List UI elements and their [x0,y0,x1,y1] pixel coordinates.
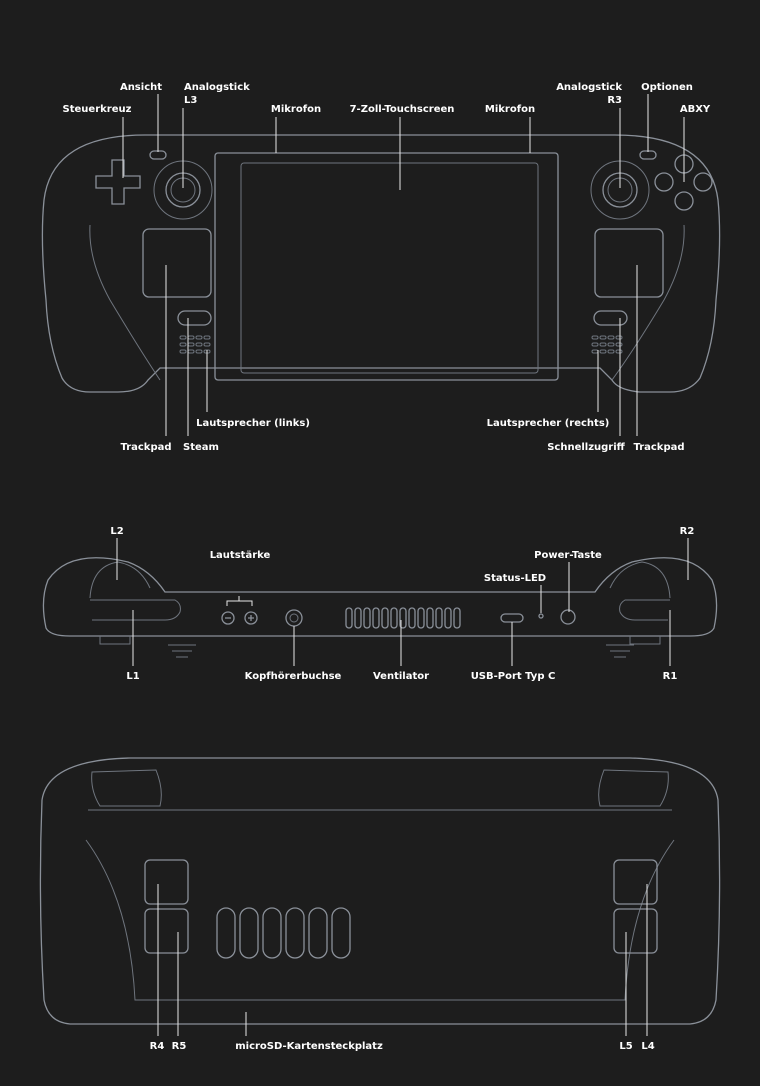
front-leader-lines [122,94,685,436]
label-usb-port: USB-Port Typ C [471,671,556,682]
l2-trigger [89,561,151,599]
label-mikrofon-left: Mikrofon [271,104,321,115]
volume-bracket [226,596,253,606]
l4-button [613,859,658,905]
top-view: L2 R2 Lautstärke Power-Taste Status-LED … [42,526,718,682]
back-view: R4 R5 microSD-Kartensteckplatz L5 L4 [39,757,721,1052]
button-a-icon [674,191,694,211]
l5-button [613,908,658,954]
trackpad-right-icon [594,228,664,298]
label-l5: L5 [619,1041,632,1052]
volume-down-button [221,611,235,625]
label-lautstaerke: Lautstärke [210,550,271,561]
front-grip-left [89,224,161,381]
label-r2: R2 [680,526,695,537]
label-ventilator: Ventilator [373,671,429,682]
label-abxy: ABXY [680,104,711,115]
back-vents [216,907,351,959]
r1-bumper [619,599,670,621]
l1-bumper [90,599,181,621]
options-button [639,150,657,160]
label-optionen: Optionen [641,82,693,93]
label-status-led: Status-LED [484,573,546,584]
label-lautsprecher-links: Lautsprecher (links) [196,418,310,429]
label-analogstick-r3-line1: Analogstick [556,82,622,93]
view-button [149,150,167,160]
label-ansicht: Ansicht [120,82,162,93]
label-mikrofon-right: Mikrofon [485,104,535,115]
back-left-trigger [91,769,162,807]
back-body-outline [39,757,721,1025]
dpad-icon [95,159,141,205]
front-grip-right [611,224,685,381]
label-lautsprecher-rechts: Lautsprecher (rechts) [487,418,610,429]
speaker-right-grille [591,335,623,354]
label-trackpad-left: Trackpad [120,442,171,453]
touchscreen-display [240,162,539,374]
top-leader-lines [116,538,689,666]
status-led-icon [538,613,544,619]
r4-button [144,859,189,905]
label-trackpad-right: Trackpad [633,442,684,453]
label-schnellzugriff: Schnellzugriff [547,442,625,453]
label-touchscreen: 7-Zoll-Touchscreen [350,104,455,115]
label-steam: Steam [183,442,219,453]
screen-bezel [214,152,559,381]
volume-up-button [244,611,258,625]
fan-vents [345,607,461,629]
headphone-jack-inner [289,613,299,623]
left-stick-side-icon [168,644,196,658]
right-stick-side-icon [606,644,634,658]
top-body-outline [42,557,718,637]
quick-access-button [593,310,628,326]
label-kopfhoererbuchse: Kopfhörerbuchse [245,671,342,682]
volume-plus-icon [248,615,254,621]
label-analogstick-r3-line2: R3 [607,95,622,106]
label-l1: L1 [126,671,139,682]
power-button-icon [560,609,576,625]
button-x-icon [654,172,674,192]
usb-c-port-icon [500,613,524,623]
steam-button [177,310,212,326]
label-analogstick-l3-line2: L3 [184,95,197,106]
button-b-icon [693,172,713,192]
back-right-trigger [598,769,669,807]
label-r1: R1 [663,671,678,682]
label-l4: L4 [641,1041,654,1052]
headphone-jack-icon [285,609,303,627]
speaker-left-grille [179,335,211,354]
r2-trigger [609,561,671,599]
r5-button [144,908,189,954]
trackpad-left-icon [142,228,212,298]
label-l2: L2 [110,526,123,537]
bottom-grip-feet [99,636,661,645]
back-leader-lines [157,884,648,1036]
front-view: Steuerkreuz Ansicht Analogstick L3 Mikro… [41,82,721,453]
front-body-outline [41,134,721,393]
label-steuerkreuz: Steuerkreuz [63,104,132,115]
label-r4: R4 [150,1041,165,1052]
back-grip-outline [85,839,675,1001]
label-r5: R5 [172,1041,187,1052]
label-microsd: microSD-Kartensteckplatz [235,1041,383,1052]
label-analogstick-l3-line1: Analogstick [184,82,250,93]
label-power-taste: Power-Taste [534,550,602,561]
